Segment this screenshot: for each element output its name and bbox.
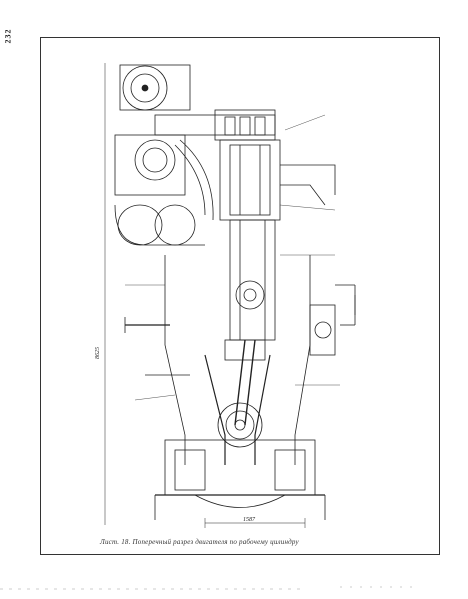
dimension-label-height: 8625 <box>95 347 101 359</box>
page-frame <box>40 37 440 555</box>
scan-artifact-line <box>0 586 420 590</box>
dimension-label-bottom: 1587 <box>243 517 256 523</box>
page-number: 232 <box>3 28 13 44</box>
engine-cross-section-drawing: 1587 8625 <box>95 63 356 528</box>
figure-caption: Лист. 18. Поперечный разрез двигателя по… <box>100 538 299 546</box>
